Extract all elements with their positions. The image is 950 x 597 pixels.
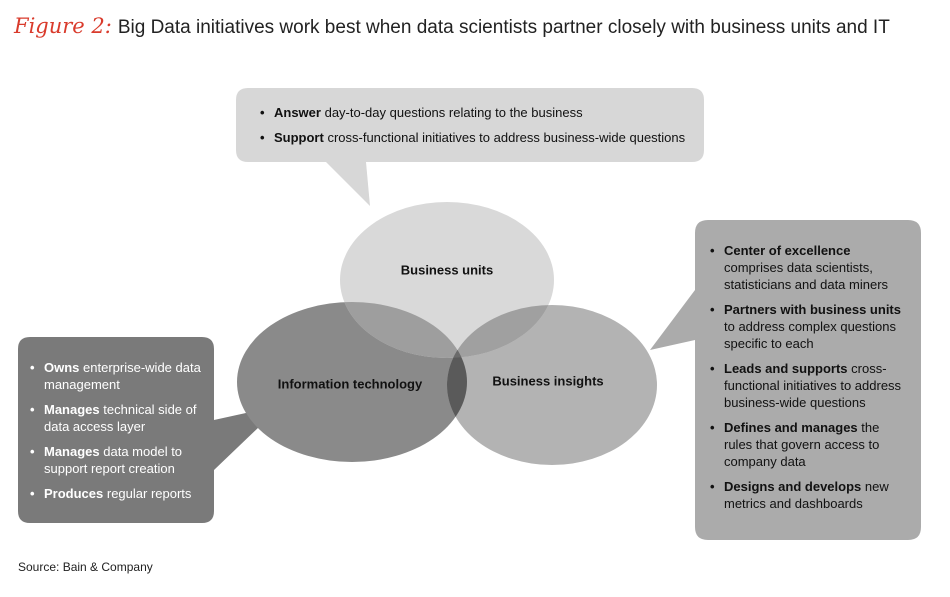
figure-title: Figure 2:Big Data initiatives work best … <box>14 14 890 39</box>
left-callout-item: Manages technical side of data access la… <box>30 401 206 435</box>
left-callout-item: Manages data model to support report cre… <box>30 443 206 477</box>
right-callout-item: Leads and supports cross-functional init… <box>710 360 910 411</box>
left-callout-item: Produces regular reports <box>30 485 206 502</box>
right-callout-item: Center of excellence comprises data scie… <box>710 242 910 293</box>
left-callout: Owns enterprise-wide data management Man… <box>30 359 206 510</box>
overlap-bu-it <box>340 302 467 358</box>
top-callout: Answer day-to-day questions relating to … <box>260 104 700 154</box>
top-callout-item: Answer day-to-day questions relating to … <box>260 104 700 121</box>
right-callout-item: Partners with business units to address … <box>710 301 910 352</box>
business-insights-label: Business insights <box>492 373 604 389</box>
figure-title-text: Big Data initiatives work best when data… <box>117 17 890 38</box>
business-units-label: Business units <box>400 262 494 278</box>
information-technology-label: Information technology <box>277 376 423 392</box>
right-callout: Center of excellence comprises data scie… <box>710 242 910 520</box>
top-callout-item: Support cross-functional initiatives to … <box>260 129 700 146</box>
source-note: Source: Bain & Company <box>18 560 153 574</box>
left-callout-item: Owns enterprise-wide data management <box>30 359 206 393</box>
right-callout-item: Defines and manages the rules that gover… <box>710 419 910 470</box>
figure-label: Figure 2: <box>14 14 112 38</box>
right-callout-item: Designs and develops new metrics and das… <box>710 478 910 512</box>
overlap-bu-bi <box>447 305 554 358</box>
